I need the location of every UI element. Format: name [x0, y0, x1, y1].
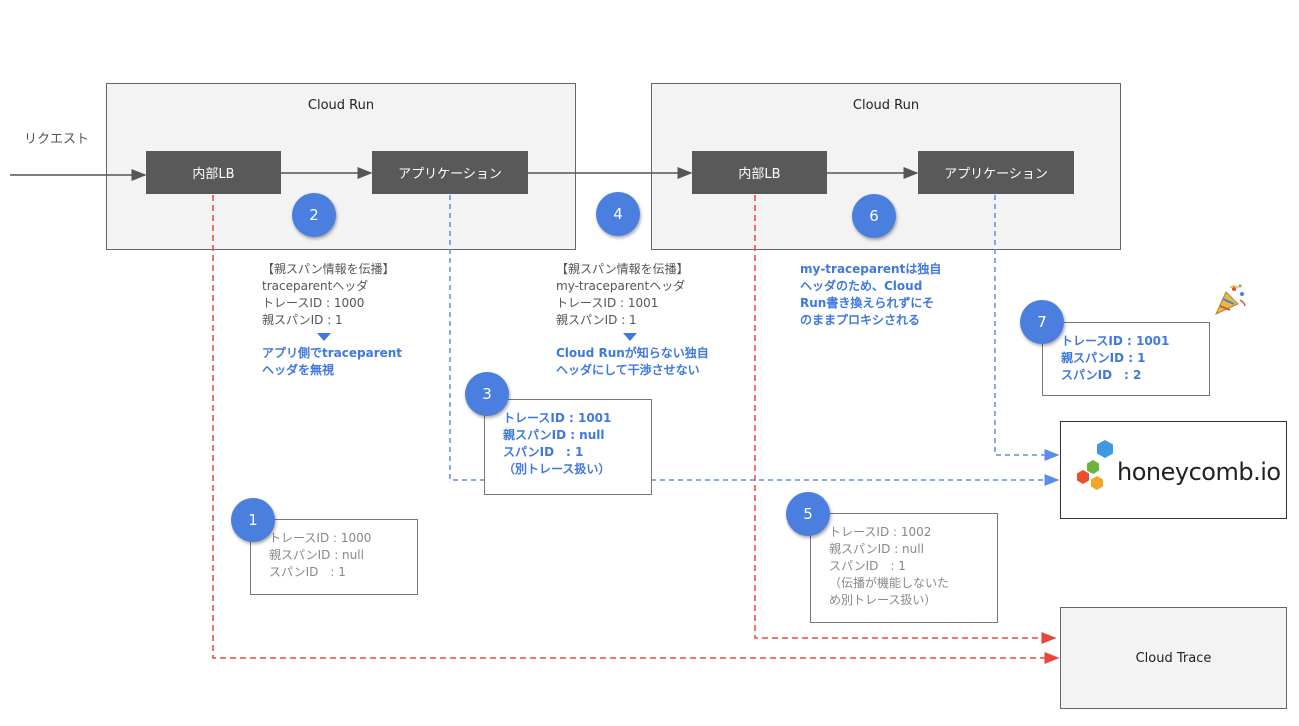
note-2-blue-line: アプリ側でtraceparent: [262, 346, 403, 360]
span-box-7: トレースID : 1001 親スパンID : 1 スパンID : 2: [1042, 322, 1210, 396]
box-3-line: （別トレース扱い）: [503, 462, 611, 476]
note-step-4: 【親スパン情報を伝播】 my-traceparentヘッダ トレースID : 1…: [556, 261, 709, 379]
cloud-trace-label: Cloud Trace: [1135, 650, 1212, 666]
box-5-line: め別トレース扱い）: [829, 593, 937, 607]
red-dash-lb1-to-trace: [212, 195, 1060, 664]
box-3-line: 親スパンID : null: [503, 428, 605, 442]
box-5-line: トレースID : 1002: [829, 525, 932, 539]
blue-dash-app1-to-honeycomb: [449, 195, 1060, 486]
honeycomb-text: honeycomb.io: [1117, 458, 1281, 486]
note-step-2: 【親スパン情報を伝播】 traceparentヘッダ トレースID : 1000…: [262, 261, 402, 379]
cloud-trace-box: Cloud Trace: [1060, 607, 1287, 709]
application-2: アプリケーション: [918, 151, 1074, 194]
down-triangle-icon: [317, 333, 331, 341]
note-4-line: トレースID : 1001: [556, 296, 659, 310]
step-1-circle: 1: [231, 498, 275, 542]
note-2-line: トレースID : 1000: [262, 296, 365, 310]
note-6-blue-line: my-traceparentは独自: [800, 262, 942, 276]
note-6-blue-line: Run書き換えられずにそ: [800, 296, 935, 310]
note-4-line: my-traceparentヘッダ: [556, 279, 686, 293]
box-7-line: 親スパンID : 1: [1061, 351, 1146, 365]
cloud-run-title-1: Cloud Run: [307, 98, 375, 113]
step-2-circle: 2: [292, 193, 336, 237]
note-4-line: 【親スパン情報を伝播】: [556, 262, 689, 276]
note-6-blue-line: ヘッダのため、Cloud: [800, 279, 923, 293]
internal-lb-2: 内部LB: [692, 151, 827, 194]
box-3-line: スパンID : 1: [503, 445, 584, 459]
step-5-circle: 5: [786, 492, 830, 536]
red-dash-lb2-to-trace: [754, 195, 1057, 644]
box-5-line: スパンID : 1: [829, 559, 906, 573]
note-2-line: 親スパンID : 1: [262, 313, 343, 327]
internal-lb-1: 内部LB: [146, 151, 281, 194]
step-4-circle: 4: [596, 192, 640, 236]
note-4-line: 親スパンID : 1: [556, 313, 637, 327]
step-7-circle: 7: [1020, 300, 1064, 344]
box-1-line: スパンID : 1: [269, 565, 346, 579]
blue-dash-app2-to-honeycomb: [994, 195, 1060, 461]
note-4-blue-line: ヘッダにして干渉させない: [556, 363, 700, 377]
box-5-line: 親スパンID : null: [829, 542, 924, 556]
box-7-line: スパンID : 2: [1061, 368, 1142, 382]
step-6-circle: 6: [852, 194, 896, 238]
span-box-5: トレースID : 1002 親スパンID : null スパンID : 1 （伝…: [810, 513, 998, 623]
step-3-circle: 3: [465, 372, 509, 416]
note-2-line: 【親スパン情報を伝播】: [262, 262, 395, 276]
cloud-run-title-2: Cloud Run: [852, 98, 920, 113]
down-triangle-icon: [623, 333, 637, 341]
application-1: アプリケーション: [372, 151, 528, 194]
box-1-line: 親スパンID : null: [269, 548, 364, 562]
note-4-blue-line: Cloud Runが知らない独自: [556, 346, 709, 360]
note-6-blue-line: のままプロキシされる: [800, 313, 921, 327]
span-box-1: トレースID : 1000 親スパンID : null スパンID : 1: [250, 519, 418, 595]
box-5-line: （伝播が機能しないた: [829, 576, 950, 590]
box-1-line: トレースID : 1000: [269, 531, 372, 545]
request-label: リクエスト: [24, 132, 90, 147]
honeycomb-box: honeycomb.io: [1060, 421, 1287, 519]
honeycomb-hexagon-icon: [1077, 440, 1113, 490]
box-3-line: トレースID : 1001: [503, 411, 612, 425]
note-2-blue-line: ヘッダを無視: [262, 363, 335, 377]
box-7-line: トレースID : 1001: [1061, 334, 1170, 348]
note-2-line: traceparentヘッダ: [262, 279, 369, 293]
party-popper-icon: [1212, 282, 1248, 318]
note-step-6: my-traceparentは独自 ヘッダのため、Cloud Run書き換えられ…: [800, 261, 941, 329]
span-box-3: トレースID : 1001 親スパンID : null スパンID : 1 （別…: [484, 399, 652, 495]
